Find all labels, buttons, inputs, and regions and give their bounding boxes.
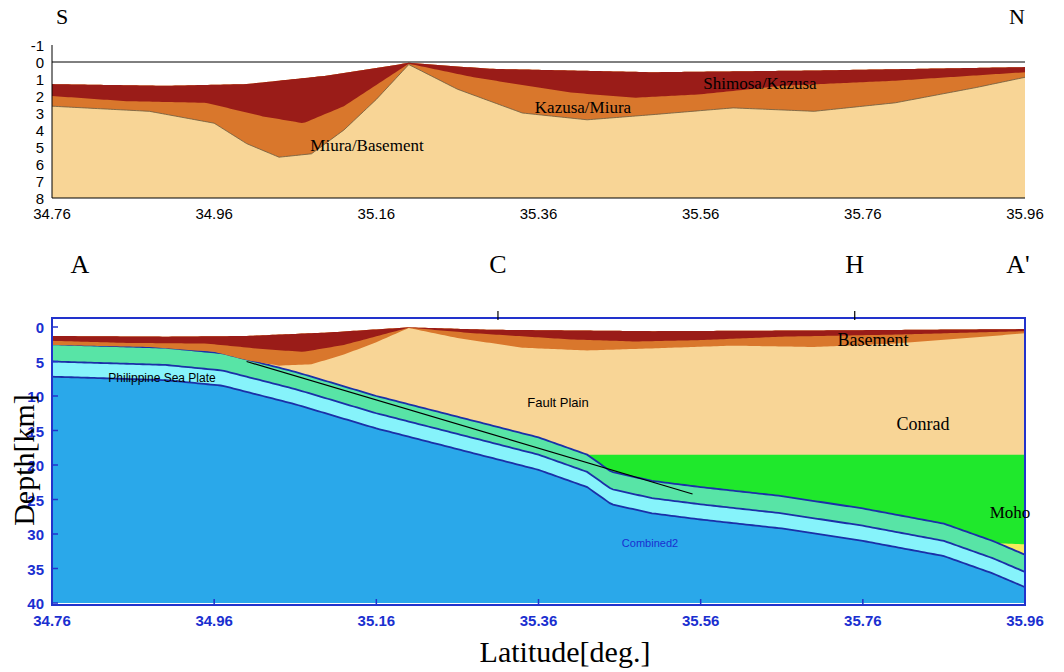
depth-tick-label: -1 [31,38,44,53]
axis-title: Latitude[deg.] [480,637,651,667]
direction-label: N [1009,6,1025,28]
latitude-tick-label: 35.96 [1006,206,1044,221]
fault-line [247,362,693,494]
layer-label: Moho [990,504,1031,521]
plate-label: Philippine Sea Plate [108,372,215,384]
plate-mantle-layer [52,377,1025,603]
depth-tick-label: 3 [36,106,44,121]
depth-tick-label: 4 [36,123,44,138]
latitude-tick-label: 35.36 [520,613,558,628]
layer-label: Conrad [897,415,950,433]
axis-line [52,45,53,198]
latitude-tick-label: 35.96 [1006,613,1044,628]
kazusa-miura-layer [52,63,1025,157]
depth-tick-label: 8 [36,191,44,206]
axis-title: Depth[km] [9,394,39,526]
model-label: Combined2 [622,538,678,549]
latitude-tick-label: 35.76 [844,613,882,628]
depth-tick-label: 0 [36,320,44,335]
depth-tick-label: 35 [27,561,44,576]
latitude-tick-label: 34.96 [195,206,233,221]
latitude-tick-label: 34.96 [195,613,233,628]
depth-tick-label: 0 [36,55,44,70]
shimosa-kazusa-layer [52,63,1025,123]
section-marker-label: H [845,252,864,278]
kazusa-miura-layer [52,327,1025,365]
latitude-tick-label: 34.76 [33,206,71,221]
basement-boundary [52,65,1025,158]
latitude-tick-label: 35.56 [682,206,720,221]
fault-label: Fault Plain [527,396,588,409]
plate-boundary [52,362,1025,572]
axis-line [52,198,1025,199]
depth-tick-label: 7 [36,174,44,189]
layer-label: Shimosa/Kazusa [703,75,816,92]
layer-label: Basement [838,331,909,349]
layer-label: Kazusa/Miura [535,99,631,116]
depth-tick-label: 6 [36,157,44,172]
section-marker-label: C [489,252,506,278]
latitude-tick-label: 35.16 [358,613,396,628]
section-end-label: A [71,252,90,278]
depth-tick-label: 30 [27,527,44,542]
direction-label: S [56,6,68,28]
latitude-tick-label: 35.36 [520,206,558,221]
basement-layer [52,63,1025,198]
plot-frame [52,318,1025,605]
section-end-label: A' [1006,252,1029,278]
plate-upper-layer [52,344,1025,603]
depth-tick-label: 5 [36,140,44,155]
bottom-section [52,327,1025,603]
plate-boundary [52,377,1025,587]
basement-layer [52,327,1025,603]
latitude-tick-label: 35.76 [844,206,882,221]
latitude-tick-label: 34.76 [33,613,71,628]
axis-ticks [52,327,1025,605]
depth-tick-label: 1 [36,72,44,87]
layer-label: Miura/Basement [310,137,423,154]
depth-tick-label: 40 [27,596,44,611]
top-section [52,63,1025,198]
latitude-tick-label: 35.56 [682,613,720,628]
section-marker-tick [854,311,855,320]
depth-tick-label: 5 [36,354,44,369]
section-marker-tick [497,311,498,320]
depth-tick-label: 2 [36,89,44,104]
sea-level-line [52,62,1025,63]
plate-middle-layer [52,362,1025,604]
latitude-tick-label: 35.16 [358,206,396,221]
shimosa-kazusa-layer [52,327,1025,351]
plate-boundary [52,344,1025,554]
